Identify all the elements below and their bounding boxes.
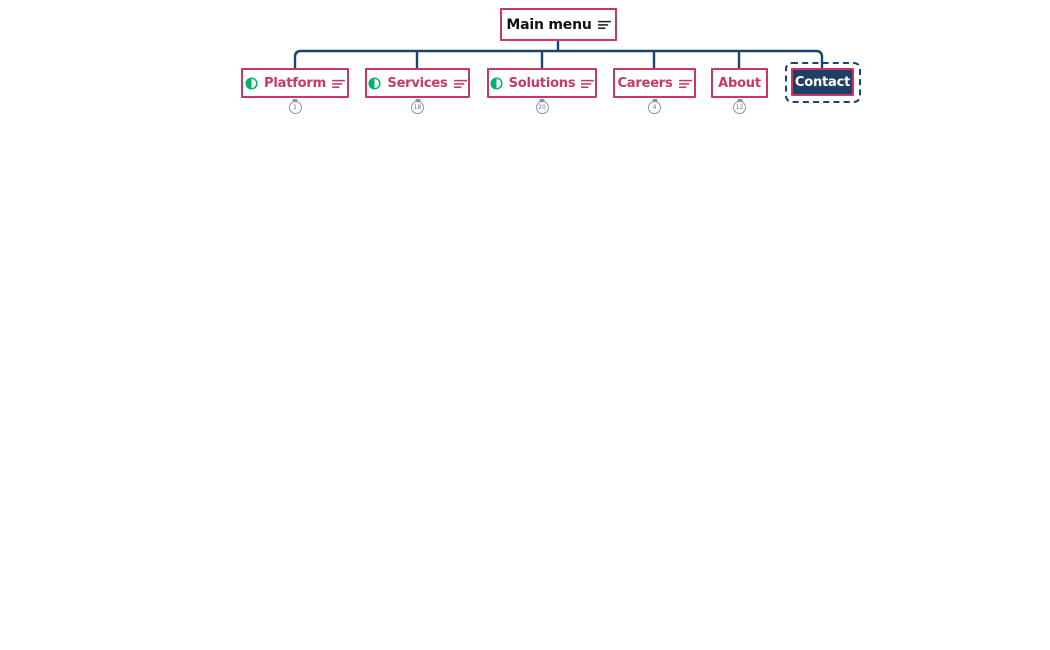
- node-badge[interactable]: 4: [648, 101, 661, 114]
- contrast-icon: [368, 76, 381, 90]
- node-label: Careers: [617, 75, 673, 91]
- node-badge-count: 12: [735, 103, 744, 111]
- list-icon: [678, 78, 692, 89]
- node-badge-count: 18: [413, 103, 422, 111]
- list-icon: [597, 19, 611, 30]
- node-badge[interactable]: 20: [535, 101, 549, 114]
- node-contact[interactable]: Contact: [791, 68, 854, 96]
- node-badge[interactable]: 12: [733, 101, 746, 114]
- list-icon: [581, 78, 595, 89]
- node-services[interactable]: Services: [365, 68, 470, 98]
- node-label: Contact: [794, 74, 851, 90]
- node-root-main-menu[interactable]: Main menu: [500, 8, 617, 41]
- node-badge-count: 20: [538, 103, 546, 111]
- node-label: About: [718, 75, 761, 91]
- node-label: Services: [387, 75, 448, 91]
- list-icon: [332, 78, 345, 89]
- node-badge[interactable]: 1: [288, 101, 302, 114]
- node-badge[interactable]: 18: [411, 101, 424, 114]
- contrast-icon: [245, 76, 258, 90]
- node-badge-count: 1: [293, 103, 297, 111]
- list-icon: [453, 78, 467, 89]
- node-badge-count: 4: [652, 103, 657, 111]
- node-about[interactable]: About: [711, 68, 768, 98]
- node-careers[interactable]: Careers: [613, 68, 696, 98]
- node-solutions[interactable]: Solutions: [487, 68, 597, 98]
- node-label: Solutions: [508, 75, 576, 91]
- node-label: Main menu: [506, 16, 592, 33]
- node-label: Platform: [264, 75, 326, 91]
- contrast-icon: [490, 76, 503, 90]
- node-platform[interactable]: Platform: [241, 68, 349, 98]
